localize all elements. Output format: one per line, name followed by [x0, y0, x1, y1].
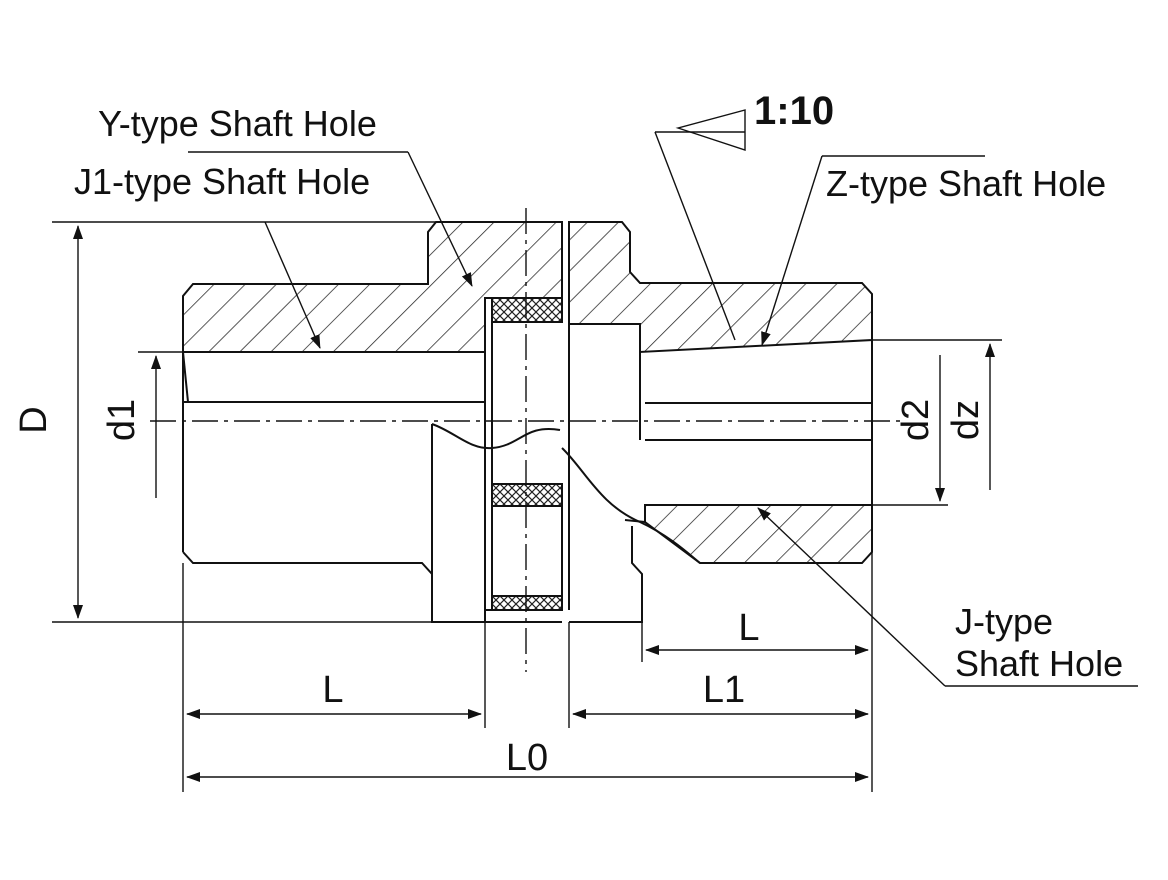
dim-D-label: D: [13, 406, 55, 433]
right-hub: [561, 221, 873, 623]
j-type-shaft-hole-label-line1: J-type: [955, 601, 1053, 642]
dim-d1-label: d1: [101, 399, 143, 441]
j1-type-shaft-hole-label: J1-type Shaft Hole: [74, 161, 370, 202]
dim-L1-label: L1: [703, 669, 745, 711]
right-hub-lower-section: [644, 504, 873, 564]
leader-lines: [188, 109, 1138, 687]
dim-d2-label: d2: [895, 399, 937, 441]
taper-ratio-label: 1:10: [754, 89, 834, 133]
extension-lines: [52, 221, 1002, 792]
dimension-lines: [73, 225, 995, 782]
dim-dz-label: dz: [945, 400, 987, 440]
dim-L-right-label: L: [738, 607, 759, 649]
y-type-shaft-hole-label: Y-type Shaft Hole: [98, 103, 377, 144]
elastic-spider: [485, 297, 563, 623]
right-hub-upper-section: [568, 221, 873, 354]
left-hub: [182, 221, 563, 623]
left-hub-section: [182, 221, 563, 353]
j-type-shaft-hole-label-line2: Shaft Hole: [955, 643, 1123, 684]
taper-triangle: [675, 109, 746, 151]
z-type-shaft-hole-label: Z-type Shaft Hole: [826, 163, 1106, 204]
dim-L-left-label: L: [322, 669, 343, 711]
dim-L0-label: L0: [506, 737, 548, 779]
